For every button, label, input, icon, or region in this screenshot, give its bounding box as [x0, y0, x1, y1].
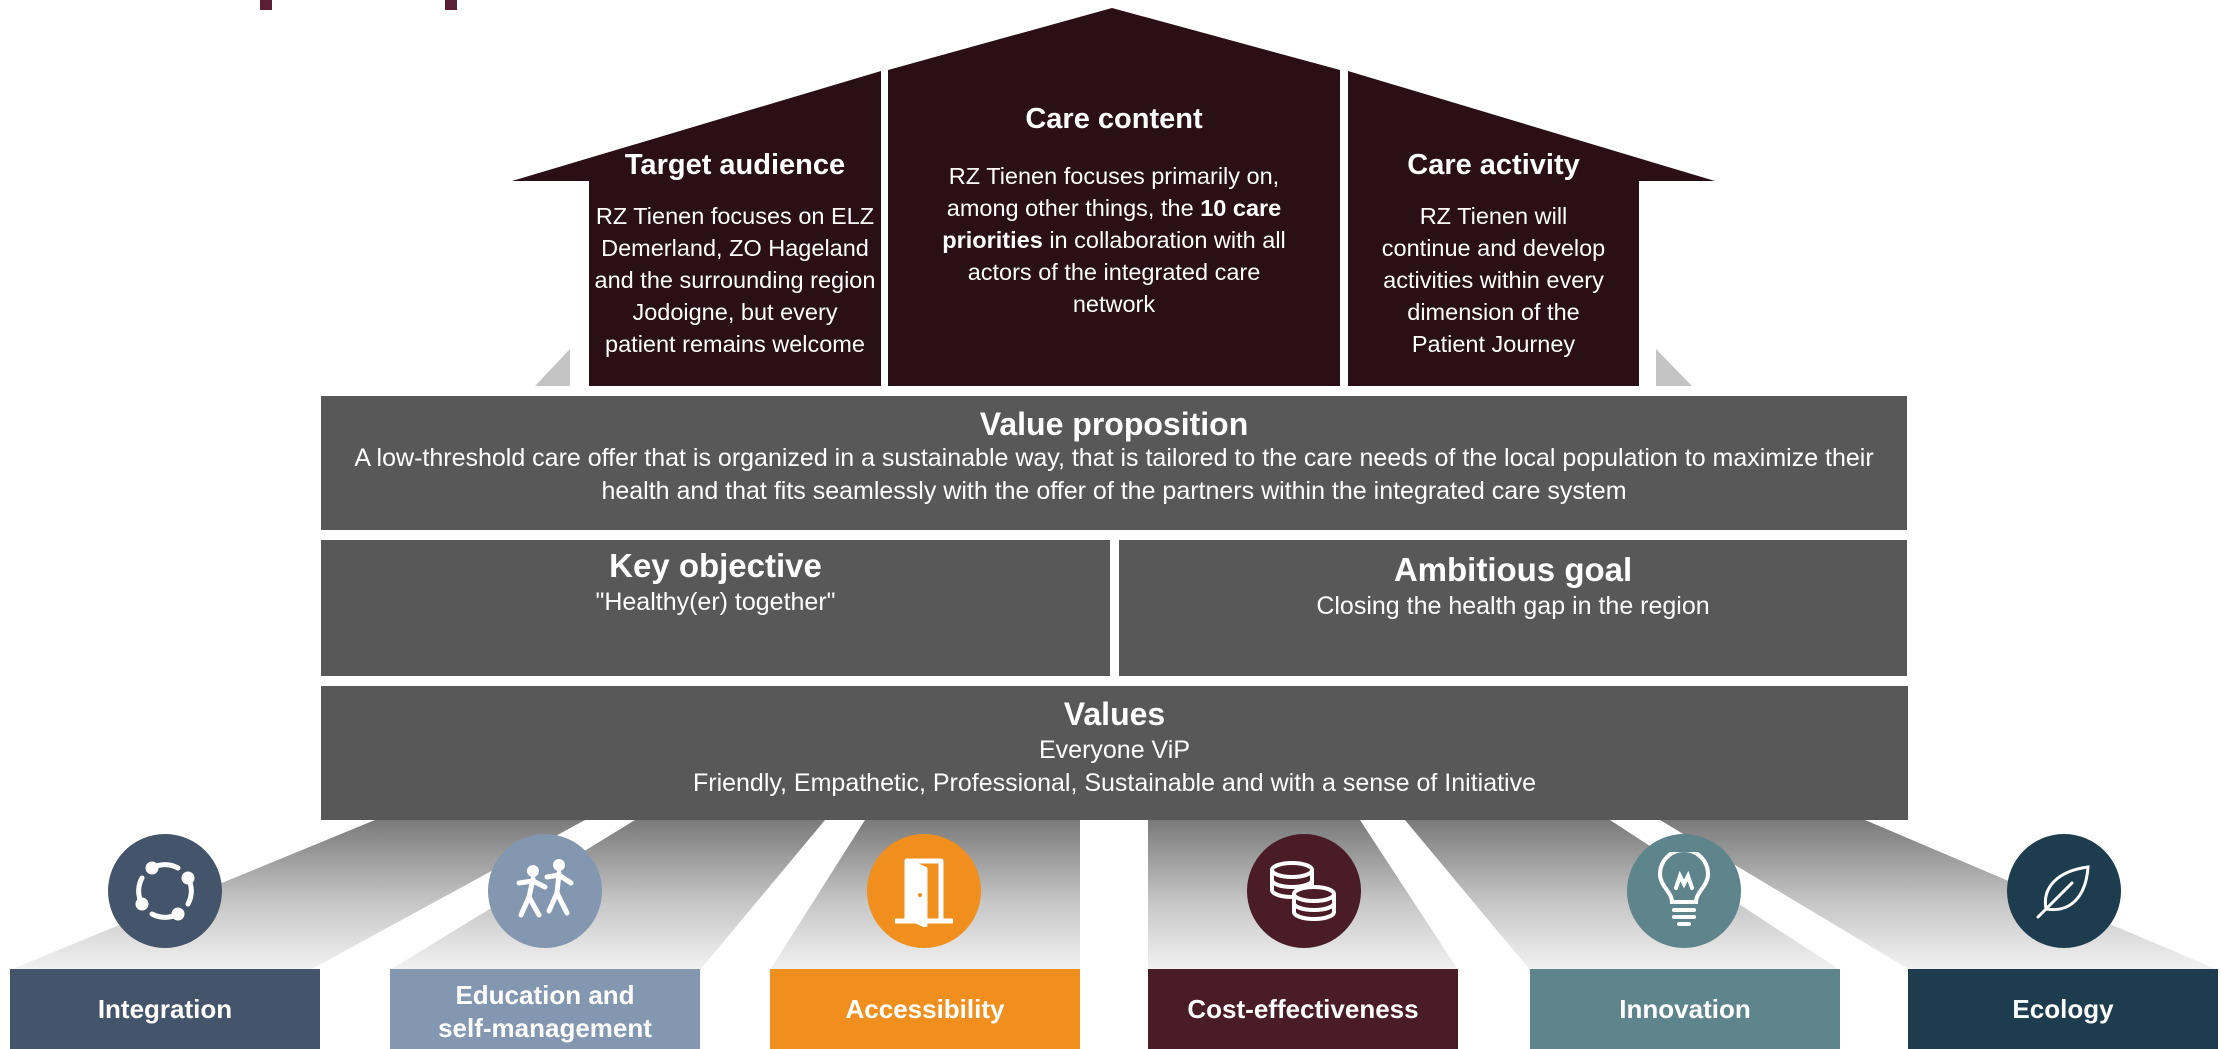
ambitious-goal-text: Closing the health gap in the region — [1316, 592, 1710, 620]
care-activity-title: Care activity — [1407, 149, 1580, 181]
lightbulb-icon — [1627, 834, 1741, 948]
key-objective-title: Key objective — [609, 547, 822, 584]
key-objective-text: "Healthy(er) together" — [595, 588, 836, 616]
title-fragment-2 — [445, 0, 457, 10]
people-dancing-icon — [488, 834, 602, 948]
care-content-text: RZ Tienen focuses primarily on, among ot… — [924, 160, 1304, 320]
value-proposition-text: A low-threshold care offer that is organ… — [354, 444, 1874, 505]
care-activity-text: RZ Tienen will continue and develop acti… — [1381, 203, 1606, 357]
care-content-title: Care content — [1025, 103, 1203, 135]
roof-left-triangle — [535, 349, 570, 386]
pillar-innovation: Innovation — [1530, 969, 1840, 1049]
value-proposition-bar: Value proposition A low-threshold care o… — [321, 396, 1907, 530]
values-bar: Values Everyone ViP Friendly, Empathetic… — [321, 686, 1908, 820]
care-content-text-end: in collaboration with all actors of the … — [967, 227, 1286, 317]
coins-icon — [1247, 834, 1361, 948]
leaf-icon — [2007, 834, 2121, 948]
pillar-integration: Integration — [10, 969, 320, 1049]
roof-right-panel — [1348, 71, 1715, 386]
ambitious-goal-title: Ambitious goal — [1393, 551, 1633, 588]
target-audience-title: Target audience — [624, 149, 846, 181]
roof-right-triangle — [1656, 349, 1692, 386]
values-title: Values — [1063, 696, 1166, 732]
values-line-1: Everyone ViP — [1038, 736, 1190, 764]
pillar-cost-effectiveness: Cost-effectiveness — [1148, 969, 1458, 1049]
pillar-beam-2 — [390, 820, 825, 970]
title-fragment — [260, 0, 272, 10]
pillar-beam-5 — [1405, 820, 1840, 970]
target-audience-text: RZ Tienen focuses on ELZ Demerland, ZO H… — [594, 203, 876, 357]
roof-center-panel — [888, 8, 1340, 386]
value-proposition-title: Value proposition — [979, 406, 1249, 442]
pillar-ecology: Ecology — [1908, 969, 2218, 1049]
care-content-text-bold: 10 care priorities — [942, 195, 1282, 253]
care-activity-block: Care activity RZ Tienen will continue an… — [1348, 148, 1639, 360]
target-audience-block: Target audience RZ Tienen focuses on ELZ… — [589, 148, 881, 360]
care-content-block: Care content RZ Tienen focuses primarily… — [888, 102, 1340, 320]
values-line-2: Friendly, Empathetic, Professional, Sust… — [692, 769, 1537, 797]
care-content-text-start: RZ Tienen focuses primarily on, among ot… — [946, 163, 1280, 221]
roof-left-panel — [512, 71, 881, 386]
pillar-education: Education and self-management — [390, 969, 700, 1049]
cycle-arrows-icon — [108, 834, 222, 948]
pillar-accessibility: Accessibility — [770, 969, 1080, 1049]
key-objective-bar: Key objective "Healthy(er) together" — [321, 540, 1110, 676]
ambitious-goal-bar: Ambitious goal Closing the health gap in… — [1119, 540, 1907, 676]
open-door-icon — [867, 834, 981, 948]
